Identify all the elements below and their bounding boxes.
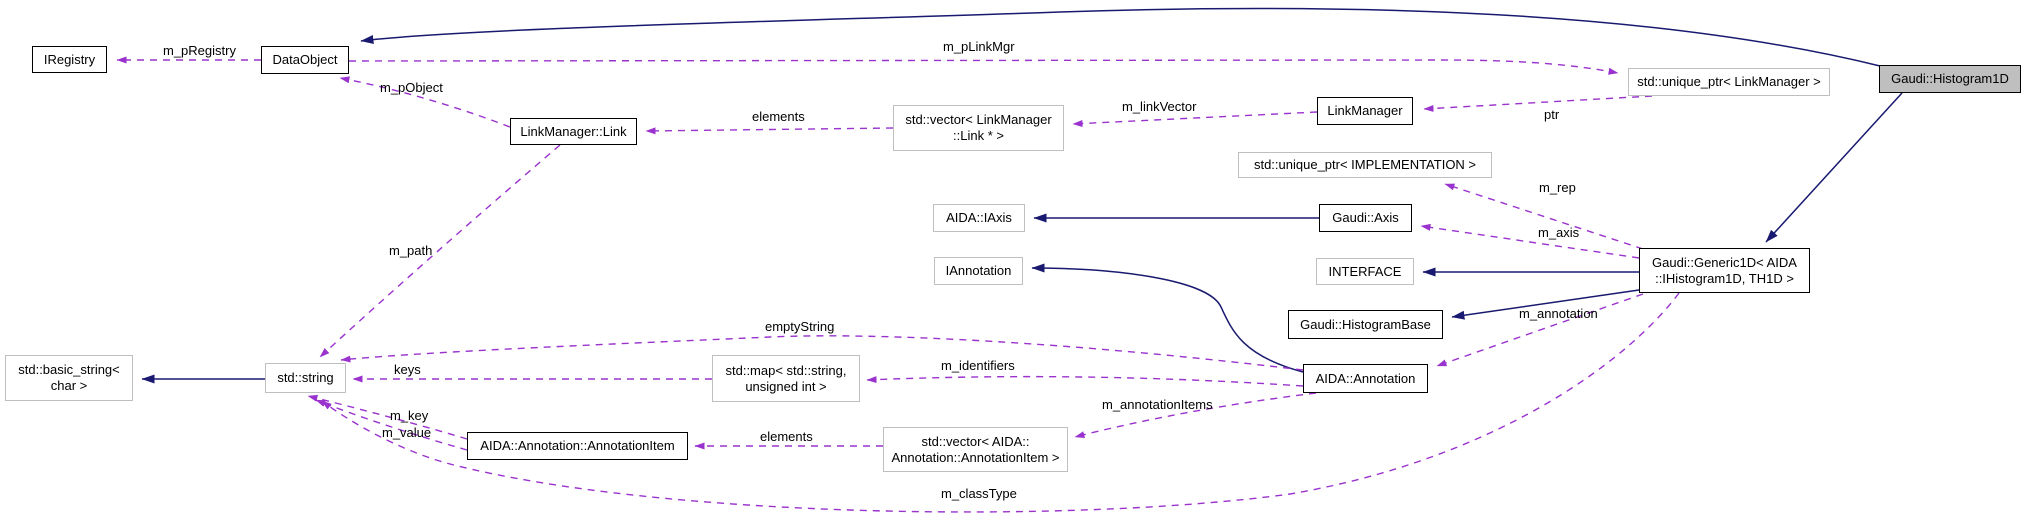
edge-label-m_classType: m_classType: [941, 486, 1017, 501]
class-node-gaudi-axis[interactable]: Gaudi::Axis: [1319, 204, 1412, 232]
edge-label-ptr: ptr: [1544, 107, 1560, 122]
edge-linkmanager-link-to-std-string-m_path: [319, 144, 561, 358]
class-node-label: LinkManager: [1327, 103, 1403, 118]
class-node-label: std::map< std::string,: [725, 362, 847, 378]
class-node-label: Gaudi::Axis: [1332, 210, 1399, 225]
edge-unique-ptr-linkmanager-to-linkmanager-ptr: [1423, 95, 1653, 112]
class-node-iregistry[interactable]: IRegistry: [32, 46, 107, 73]
edge-label-m_pLinkMgr: m_pLinkMgr: [943, 39, 1015, 54]
edge-label-m_path: m_path: [389, 243, 433, 258]
edge-label-m_pObject: m_pObject: [380, 80, 443, 95]
edge-label-m_linkVector: m_linkVector: [1122, 99, 1197, 114]
class-node-label: std::vector< LinkManager: [905, 112, 1052, 127]
class-node-label: AIDA::Annotation: [1315, 370, 1416, 386]
class-node-aida-iaxis[interactable]: AIDA::IAxis: [933, 204, 1025, 232]
edge-aida-annotation-to-std-map-string-uint-m_identifiers: [866, 375, 1304, 387]
class-node-dataobject[interactable]: DataObject: [261, 46, 349, 74]
edge-label-m_value: m_value: [382, 425, 432, 440]
edge-vector-linkmanager-link-to-linkmanager-link-elements: [645, 127, 894, 135]
class-node-label: LinkManager::Link: [520, 123, 627, 139]
edge-gaudi-generic1d-to-aida-annotation-m_annotation: [1436, 293, 1644, 367]
edge-gaudi-generic1d-to-std-string-m_classType: [321, 292, 1680, 513]
class-node-label: Gaudi::HistogramBase: [1300, 316, 1431, 332]
class-node-std-string: std::string: [265, 363, 346, 393]
class-node-label: std::unique_ptr< IMPLEMENTATION >: [1253, 157, 1477, 172]
class-node-label: IRegistry: [43, 51, 96, 67]
edge-gaudi-histogram1d-to-gaudi-generic1d: [1765, 92, 1903, 243]
edge-label-elements: elements: [760, 429, 813, 444]
class-node-label: std::string: [277, 370, 334, 385]
edge-label-m_annotation: m_annotation: [1519, 306, 1598, 321]
class-node-label: DataObject: [272, 52, 338, 67]
class-node-label: std::unique_ptr< LinkManager >: [1637, 74, 1821, 89]
class-node-label: ::Link * >: [953, 128, 1004, 143]
class-node-gaudi-histogrambase[interactable]: Gaudi::HistogramBase: [1288, 310, 1443, 339]
class-node-unique-ptr-linkmanager: std::unique_ptr< LinkManager >: [1628, 68, 1830, 96]
class-node-linkmanager[interactable]: LinkManager: [1317, 97, 1413, 125]
edge-label-m_identifiers: m_identifiers: [941, 358, 1015, 373]
edge-label-elements: elements: [752, 109, 805, 124]
edge-gaudi-generic1d-to-gaudi-axis-m_axis: [1420, 223, 1640, 259]
edge-label-m_axis: m_axis: [1538, 225, 1580, 240]
class-node-unique-ptr-implementation: std::unique_ptr< IMPLEMENTATION >: [1238, 152, 1492, 178]
class-node-linkmanager-link[interactable]: LinkManager::Link: [510, 118, 637, 145]
class-node-basic-string-char: std::basic_string<char >: [5, 355, 133, 401]
class-node-label: IAnnotation: [945, 263, 1012, 278]
edge-label-m_pRegistry: m_pRegistry: [163, 43, 236, 58]
class-node-aida-annotation[interactable]: AIDA::Annotation: [1303, 364, 1428, 393]
edge-aida-annotation-to-iannotation: [1031, 263, 1304, 373]
edge-dataobject-to-unique-ptr-linkmanager-m_pLinkMgr: [348, 59, 1619, 75]
class-node-label: INTERFACE: [1328, 263, 1402, 279]
class-node-vector-annotationitem: std::vector< AIDA::Annotation::Annotatio…: [883, 427, 1068, 472]
class-node-label: Annotation::AnnotationItem >: [891, 449, 1060, 465]
class-node-label: ::IHistogram1D, TH1D >: [1655, 270, 1794, 286]
class-node-interface: INTERFACE: [1316, 258, 1414, 285]
class-node-label: unsigned int >: [745, 378, 827, 394]
class-node-label: std::basic_string<: [18, 362, 120, 377]
class-node-iannotation[interactable]: IAnnotation: [934, 257, 1023, 285]
class-node-aida-annotation-annotationitem[interactable]: AIDA::Annotation::AnnotationItem: [467, 432, 688, 460]
edge-label-m_key: m_key: [390, 408, 429, 423]
class-node-label: Gaudi::Histogram1D: [1891, 71, 2009, 86]
class-node-std-map-string-uint: std::map< std::string,unsigned int >: [712, 355, 860, 402]
edge-label-keys: keys: [394, 362, 421, 377]
class-node-gaudi-generic1d[interactable]: Gaudi::Generic1D< AIDA::IHistogram1D, TH…: [1639, 248, 1810, 293]
class-node-label: std::vector< AIDA::: [921, 433, 1030, 449]
edge-label-m_rep: m_rep: [1539, 180, 1576, 195]
class-node-label: char >: [50, 378, 88, 393]
class-node-vector-linkmanager-link: std::vector< LinkManager::Link * >: [893, 105, 1064, 151]
class-node-label: AIDA::IAxis: [946, 210, 1012, 225]
edge-label-emptyString: emptyString: [765, 319, 835, 334]
class-node-label: Gaudi::Generic1D< AIDA: [1652, 254, 1797, 270]
class-node-label: AIDA::Annotation::AnnotationItem: [480, 438, 675, 453]
edge-gaudi-histogram1d-to-dataobject: [360, 7, 1881, 67]
class-node-gaudi-histogram1d: Gaudi::Histogram1D: [1879, 65, 2021, 93]
edge-label-m_annotationItems: m_annotationItems: [1102, 397, 1213, 412]
